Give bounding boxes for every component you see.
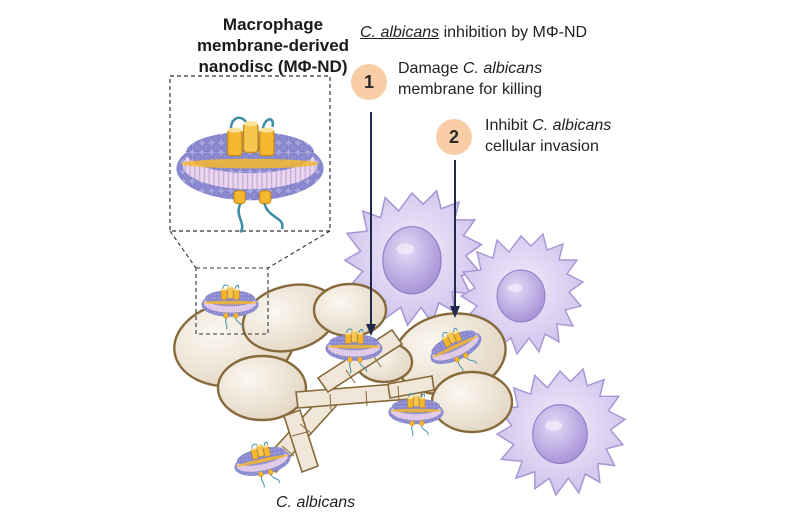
nanodisc-title: Macrophage membrane-derived nanodisc (MΦ… xyxy=(178,14,368,77)
nanodisc-title-line2: membrane-derived xyxy=(196,36,350,55)
inhibition-title-rest: inhibition by MΦ-ND xyxy=(439,24,588,41)
inhibition-title-species: C. albicans xyxy=(360,24,440,41)
step1-arrow xyxy=(366,112,376,336)
nanodisc-zoom-box xyxy=(195,267,269,335)
step-1-text: Damage C. albicans membrane for killing xyxy=(398,58,542,100)
step-1-badge: 1 xyxy=(351,64,387,100)
fungus-label: C. albicans xyxy=(276,494,356,511)
step-1-species: C. albicans xyxy=(462,60,543,77)
nanodisc-inset xyxy=(169,75,331,269)
macrophage-icon xyxy=(460,233,584,355)
step-2-prefix: Inhibit xyxy=(485,117,533,134)
inhibition-title: C. albicans inhibition by MΦ-ND xyxy=(360,24,587,42)
step2-arrow xyxy=(450,160,460,318)
step-1-prefix: Damage xyxy=(398,60,463,77)
step-2-badge: 2 xyxy=(436,119,472,155)
macrophage-icon xyxy=(344,190,483,326)
step-2-line2: cellular invasion xyxy=(485,138,599,155)
step-2-species: C. albicans xyxy=(532,117,612,134)
macrophage-icon xyxy=(496,368,626,496)
step-2-text: Inhibit C. albicans cellular invasion xyxy=(485,115,611,157)
nanodisc-title-line1: Macrophage xyxy=(222,15,324,34)
step-1-line2: membrane for killing xyxy=(398,81,543,98)
nanodisc-title-line3: nanodisc (MΦ-ND) xyxy=(198,57,348,76)
